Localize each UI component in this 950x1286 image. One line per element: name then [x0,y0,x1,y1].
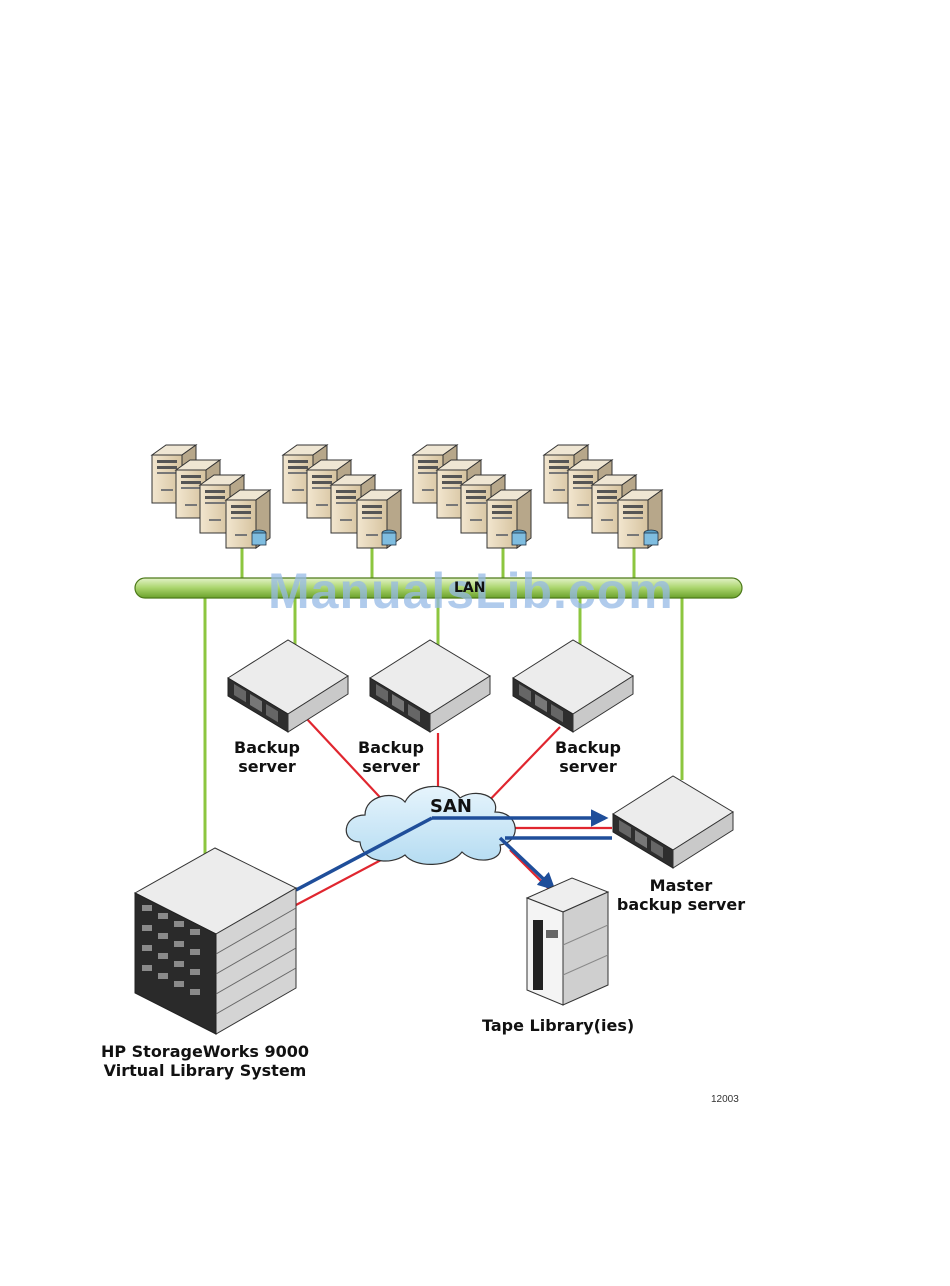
client-server-group-4 [544,445,662,548]
storage-array-icon [135,848,296,1034]
backup-server-icon-2 [370,640,490,732]
client-server-group-3 [413,445,531,548]
master-backup-server-label: Master backup server [612,876,750,914]
backup-server-label-3: Backup server [547,738,629,776]
backup-server-icon-3 [513,640,633,732]
tape-library-label: Tape Library(ies) [482,1016,632,1035]
tape-library-icon [527,878,608,1005]
client-server-group-2 [283,445,401,548]
lan-label: LAN [454,580,485,596]
backup-server-icon-1 [228,640,348,732]
client-server-group-1 [152,445,270,548]
backup-server-label-1: Backup server [226,738,308,776]
master-backup-server-icon [613,776,733,868]
vls-label: HP StorageWorks 9000 Virtual Library Sys… [100,1042,310,1080]
backup-server-label-2: Backup server [350,738,432,776]
figure-id: 12003 [711,1094,739,1105]
san-label: SAN [430,796,472,817]
